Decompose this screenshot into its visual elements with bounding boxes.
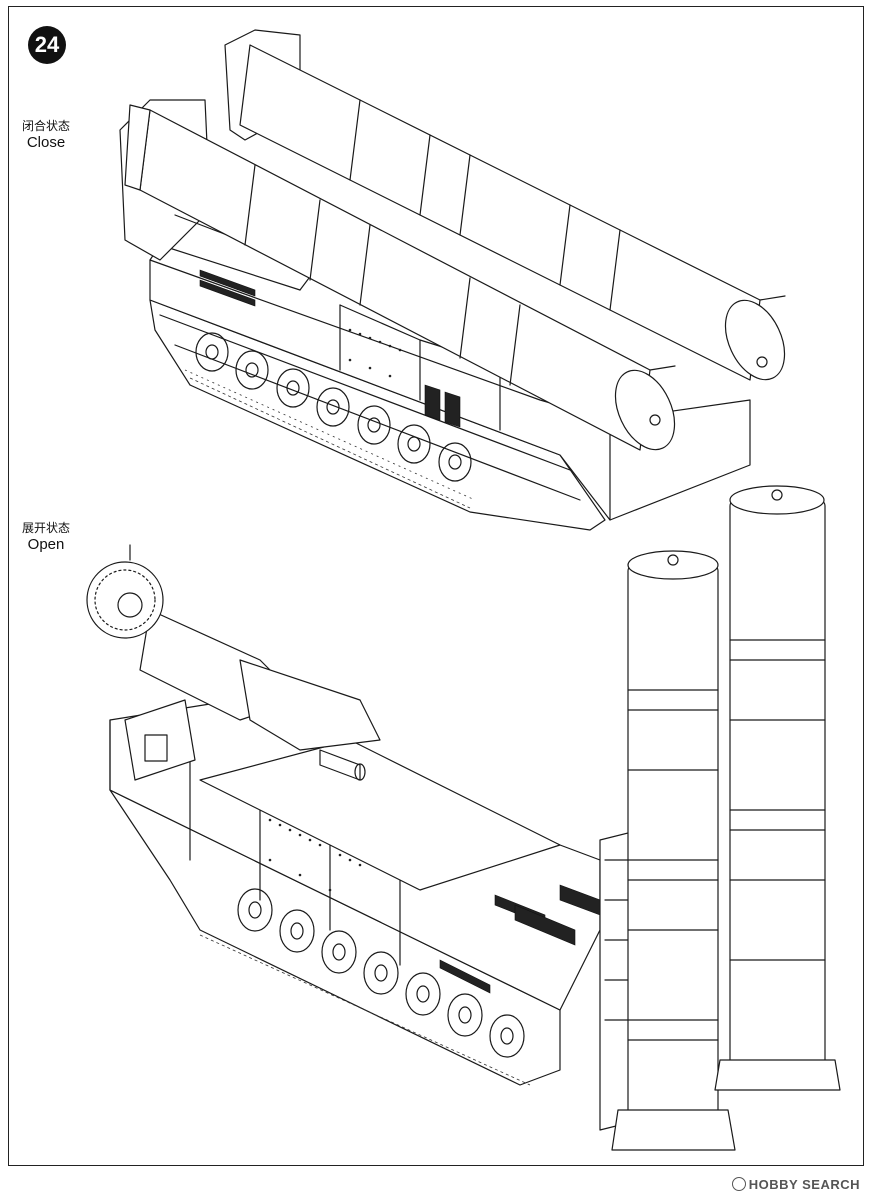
watermark-text: HOBBY SEARCH bbox=[748, 1177, 860, 1192]
open-state-en: Open bbox=[27, 536, 65, 553]
page-border bbox=[8, 6, 864, 1166]
close-state-en: Close bbox=[26, 134, 66, 151]
closed-vehicle-drawing bbox=[119, 29, 786, 531]
open-state-label: 展开状态 Open bbox=[22, 521, 70, 554]
close-state-label: 闭合状态 Close bbox=[22, 119, 70, 152]
open-state-zh: 展开状态 bbox=[22, 521, 71, 535]
close-state-zh: 闭合状态 bbox=[22, 119, 71, 133]
step-number-badge: 24 bbox=[28, 26, 66, 64]
hobby-search-logo-icon bbox=[731, 1177, 746, 1191]
open-vehicle-drawing bbox=[86, 485, 841, 1151]
watermark: HOBBY SEARCH bbox=[731, 1177, 860, 1192]
